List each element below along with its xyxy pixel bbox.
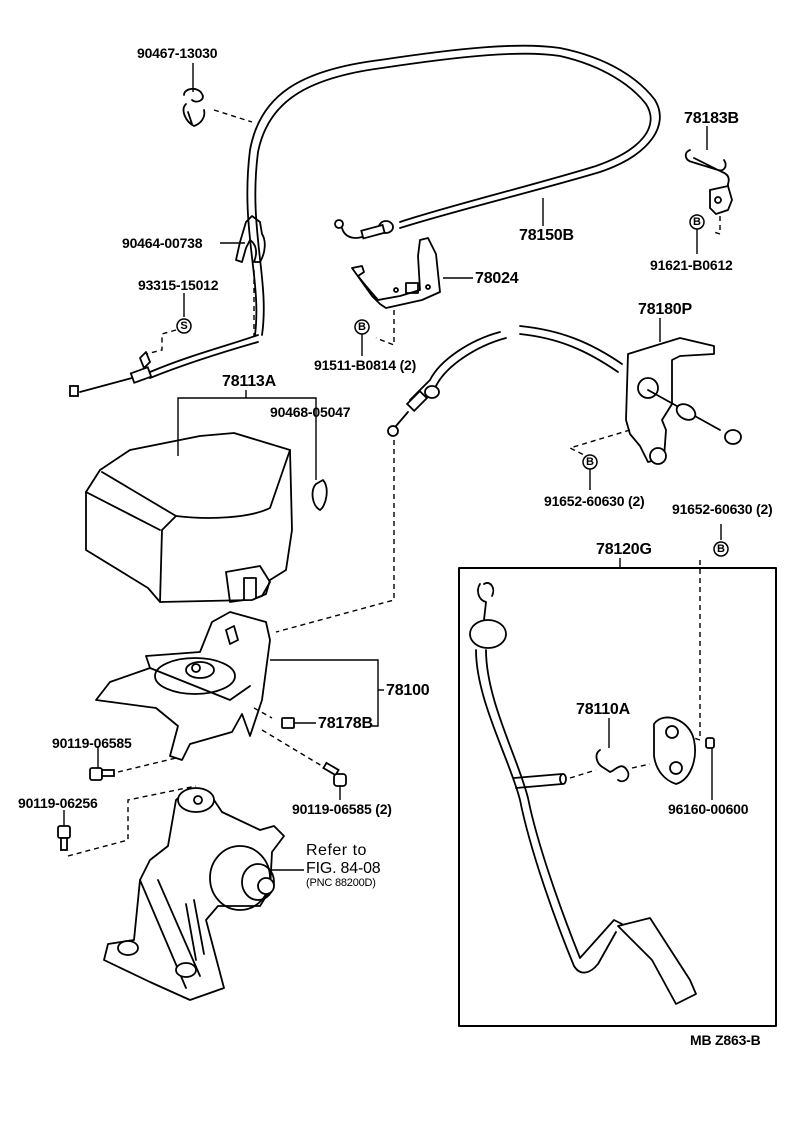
s-marker: S <box>180 320 187 332</box>
figure-code: MB Z863-B <box>690 1032 761 1048</box>
pedal-assembly-78120g: B <box>458 524 777 1027</box>
label-78183b: 78183B <box>684 110 739 127</box>
label-91652-60630-upper: 91652-60630 (2) <box>544 493 645 509</box>
b-marker-3: B <box>586 456 594 468</box>
actuator-bracket-78100 <box>95 611 384 767</box>
label-90119-06585: 90119-06585 <box>52 735 132 751</box>
bolt-90119-06256 <box>57 785 197 857</box>
label-78113a: 78113A <box>222 373 276 390</box>
actuator-cover-78113a <box>85 390 328 603</box>
reference-line-2: FIG. 84-08 <box>306 860 381 877</box>
reference-line-1: Refer to <box>306 842 367 859</box>
label-90464-00738: 90464-00738 <box>122 235 203 251</box>
b-marker-1: B <box>358 321 366 333</box>
bolt-90119-06585-left <box>89 746 177 781</box>
bracket-78024: B <box>351 237 473 356</box>
cable-segment <box>275 325 623 633</box>
clamp-90464 <box>220 215 266 336</box>
screw-93315: S <box>145 293 192 355</box>
bracket-78180p: B <box>568 318 742 490</box>
label-96160-00600: 96160-00600 <box>668 801 749 817</box>
label-91621-b0612: 91621-B0612 <box>650 257 733 273</box>
label-78100: 78100 <box>386 682 430 699</box>
label-78178b: 78178B <box>318 715 373 732</box>
label-90119-06585-x2: 90119-06585 (2) <box>292 801 392 817</box>
label-78150b: 78150B <box>519 227 574 244</box>
label-90119-06256: 90119-06256 <box>18 795 98 811</box>
label-78120g: 78120G <box>596 541 652 558</box>
b-marker-2: B <box>693 216 701 228</box>
label-91511-b0814: 91511-B0814 (2) <box>314 357 417 373</box>
label-78180p: 78180P <box>638 301 692 318</box>
b-marker-4: B <box>717 543 725 555</box>
label-91652-60630-lower: 91652-60630 (2) <box>672 501 773 517</box>
bolt-90119-06585-right <box>322 761 347 800</box>
wire-clip-78183b: B <box>684 126 733 254</box>
label-78110a: 78110A <box>576 701 630 718</box>
accelerator-cable <box>69 44 661 397</box>
clip-90467 <box>182 63 253 127</box>
actuator-motor <box>103 787 304 1001</box>
label-78024: 78024 <box>475 270 519 287</box>
label-90468-05047: 90468-05047 <box>270 404 351 420</box>
label-93315-15012: 93315-15012 <box>138 277 219 293</box>
reference-line-3: (PNC 88200D) <box>306 877 376 889</box>
label-90467-13030: 90467-13030 <box>137 45 218 61</box>
